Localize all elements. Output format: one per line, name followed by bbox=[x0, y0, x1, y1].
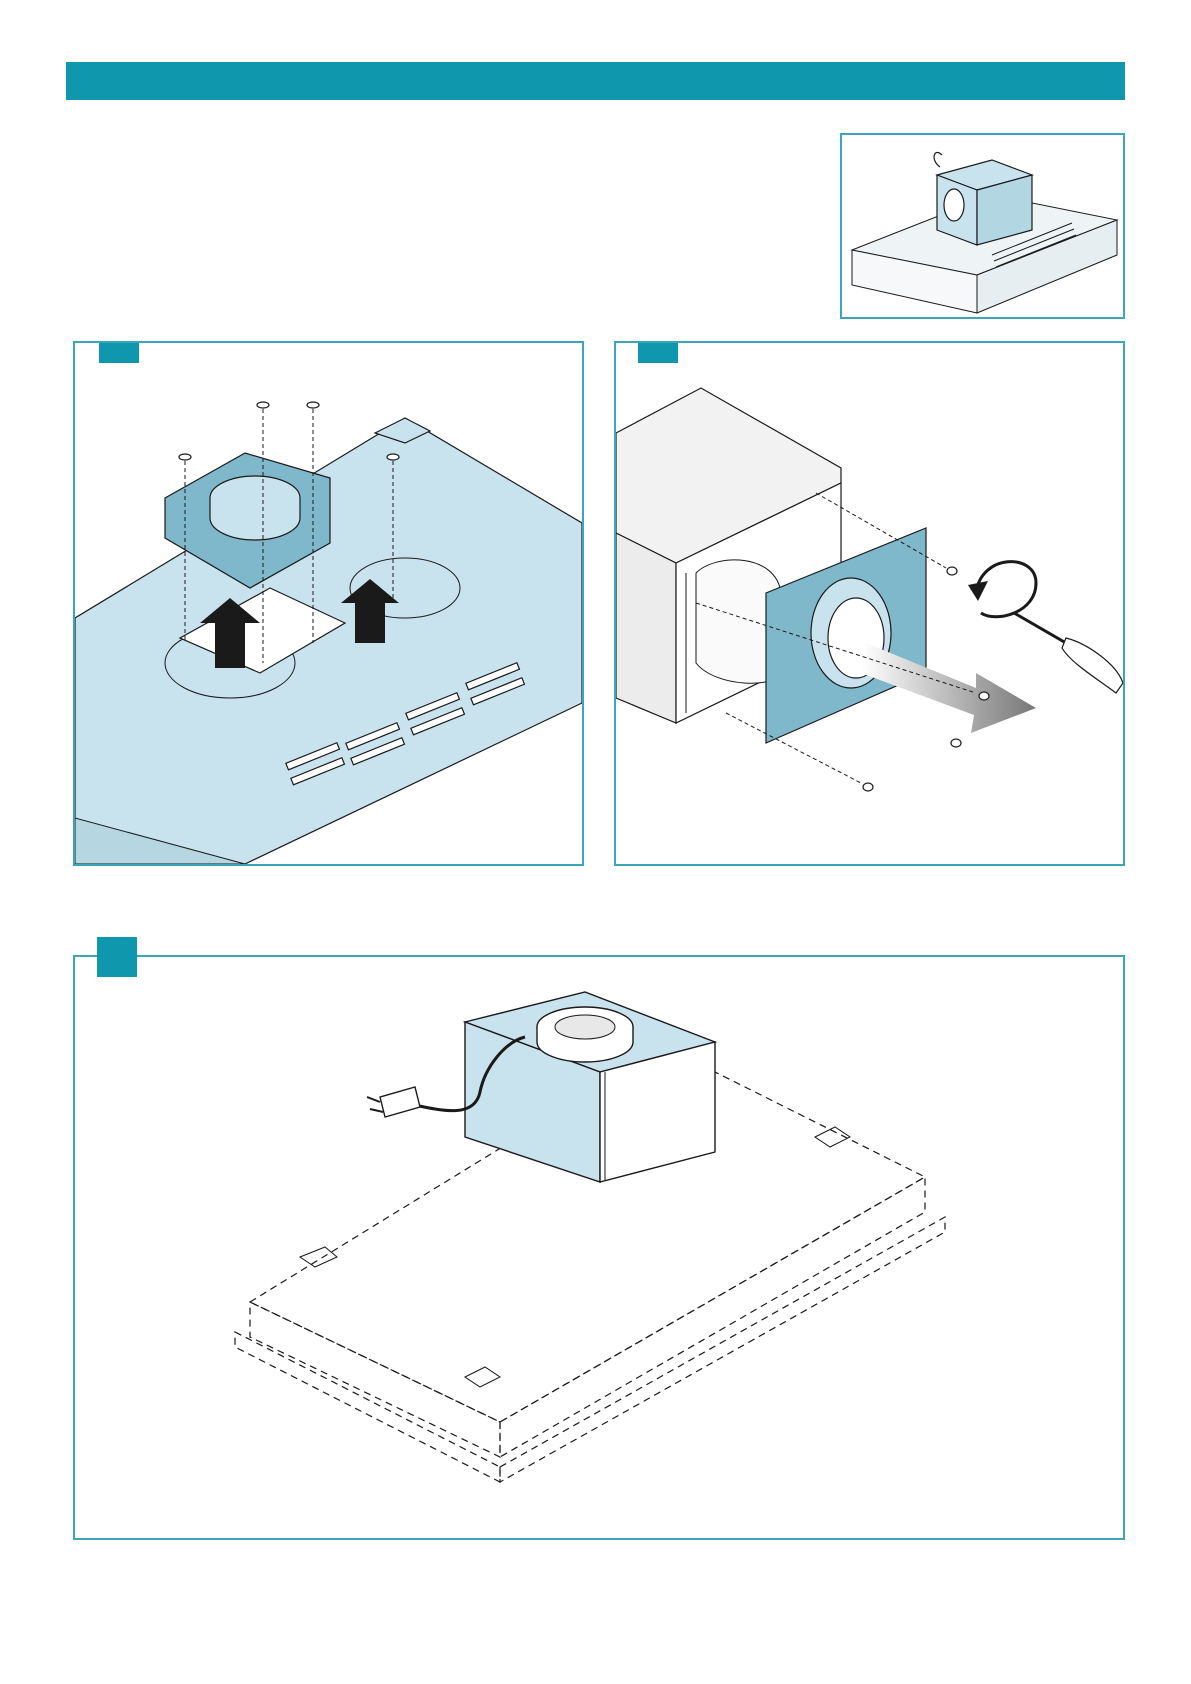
step-1-illustration bbox=[75, 343, 582, 864]
step-1-frame bbox=[73, 341, 584, 866]
rotate-arrow-icon bbox=[976, 562, 1036, 617]
step-3-badge bbox=[97, 937, 137, 977]
section-header-bar bbox=[66, 62, 1125, 100]
step-2-badge bbox=[638, 341, 678, 363]
overview-illustration bbox=[842, 135, 1123, 317]
step-1-badge bbox=[99, 341, 139, 363]
step-3-illustration bbox=[75, 957, 1123, 1538]
overview-frame bbox=[840, 133, 1125, 319]
step-2-illustration bbox=[616, 343, 1123, 864]
step-3-frame bbox=[73, 955, 1125, 1540]
power-plug-icon bbox=[367, 1087, 420, 1117]
step-2-frame bbox=[614, 341, 1125, 866]
